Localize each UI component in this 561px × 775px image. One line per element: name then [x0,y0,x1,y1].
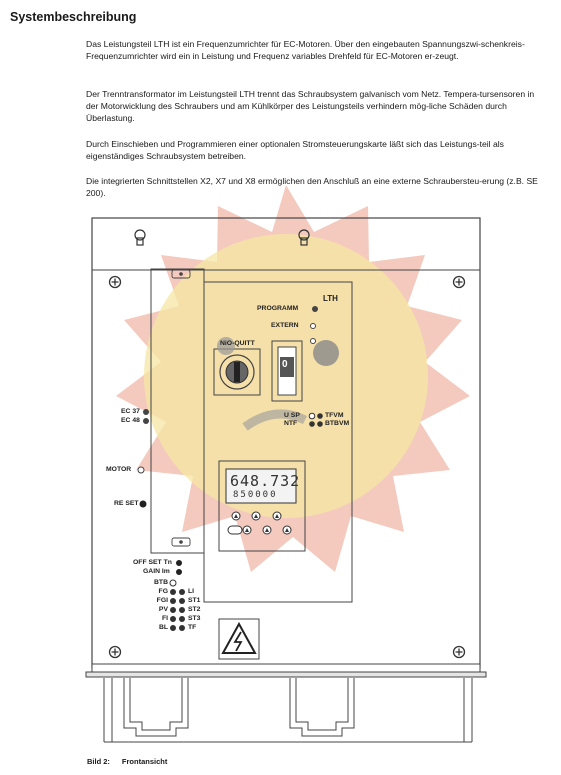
led-label-fi: FI [161,615,168,622]
led-label-fg: FG [158,588,168,595]
lcd-display [225,468,297,504]
lcd-bottom-value: 850000 [233,490,278,500]
nio-quitt-label: NiO-QUITT [220,340,255,347]
lcd-top-value: 648.732 [230,472,301,490]
led-programm [312,306,318,312]
led-extern [310,323,316,329]
display-keypad [227,511,292,535]
keyhole-left-icon [134,229,146,246]
coding-switch-frame [271,340,303,402]
reset-label: RE SET [114,500,139,507]
figure-caption: Bild 2: Frontansicht [87,757,179,766]
screw-top-left-icon [108,275,122,289]
high-voltage-warning-icon [221,621,257,654]
page-title: Systembeschreibung [10,10,137,24]
heat-sink-fins [103,678,473,743]
offset-label: OFF SET Tn [133,559,172,566]
paragraph-2: Der Trenntransformator im Leistungsteil … [86,89,535,123]
slot-clip-top [171,269,191,279]
gain-label: GAIN Im [143,568,170,575]
led-ec48 [143,418,149,424]
paragraph-4: Die integrierten Schnittstellen X2, X7 u… [86,176,538,198]
caption-number: Bild 2: [87,757,110,766]
programm-label: PROGRAMM [257,305,299,312]
model-label: LTH [323,294,338,303]
led-motor [137,466,145,474]
led-label-btb: BTB [154,579,168,586]
ec37-label: EC 37 [121,408,140,415]
led-extern-2 [310,338,316,344]
reset-button[interactable] [139,500,147,508]
round-connector [313,340,339,366]
led-label-pv: PV [158,606,168,613]
led-label-bl: BL [158,624,168,631]
ec48-label: EC 48 [121,417,140,424]
screw-bottom-right-icon [452,645,466,659]
led-label-st3: ST3 [188,615,201,622]
led-matrix [169,579,185,631]
coding-switch-value: 0 [282,359,288,370]
slot-clip-bottom [171,537,191,547]
connector-left [123,678,189,737]
keyhole-right-icon [298,229,310,246]
motor-label: MOTOR [106,466,132,473]
led-label-st2: ST2 [188,606,201,613]
led-label-tf: TF [188,624,197,631]
btbvm-label: BTBVM [325,420,350,427]
paragraph-1: Das Leistungsteil LTH ist ein Frequenzum… [86,39,525,61]
screw-top-right-icon [452,275,466,289]
led-ec37 [143,409,149,415]
caption-text: Frontansicht [121,757,168,766]
led-label-st1: ST1 [188,597,201,604]
connector-right [289,678,355,737]
nio-quitt-switch[interactable] [213,348,261,396]
ntf-label: NTF [284,420,298,427]
usp-label: U SP [284,412,300,419]
paragraph-3: Durch Einschieben und Programmieren eine… [86,139,504,161]
display-module [218,460,306,552]
extern-label: EXTERN [271,322,299,329]
screw-bottom-left-icon [108,645,122,659]
led-label-fgi: FGI [156,597,168,604]
led-label-li: LI [188,588,195,595]
tfvm-label: TFVM [325,412,344,419]
